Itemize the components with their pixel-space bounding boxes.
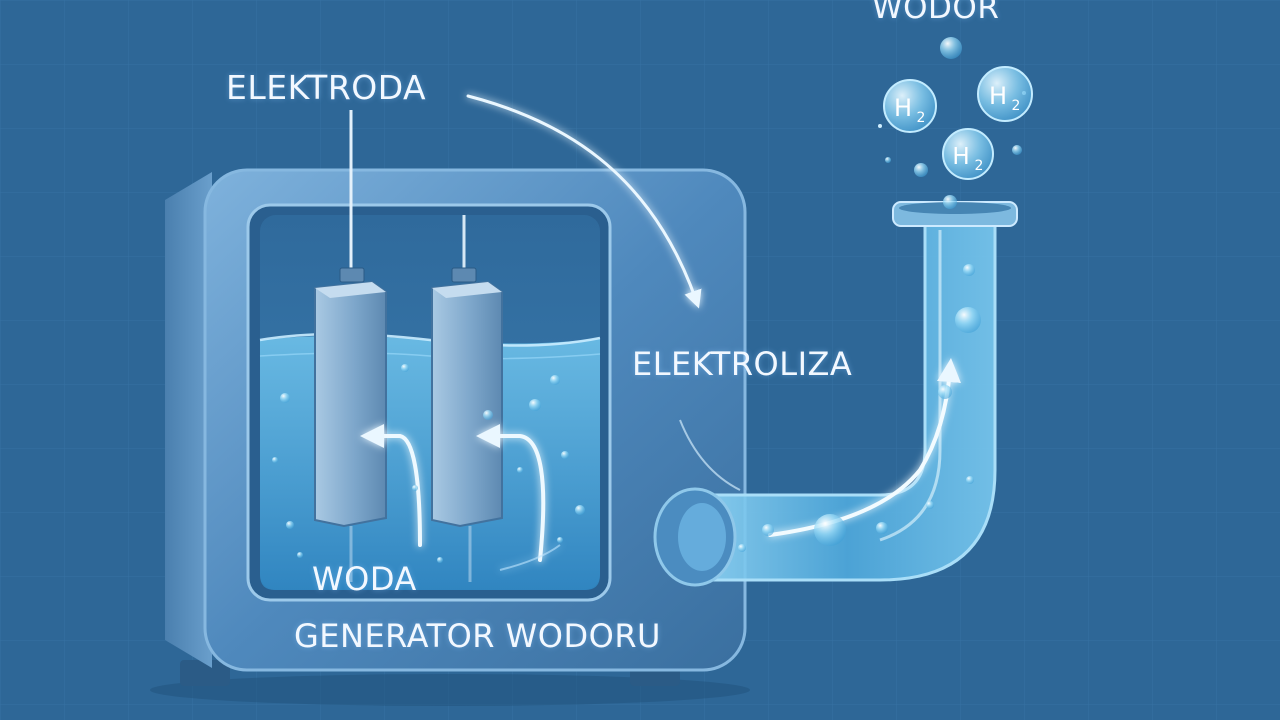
flow-arrow-left <box>360 424 422 547</box>
electrodes <box>314 110 503 582</box>
label-generator: GENERATOR WODORU <box>294 617 661 655</box>
h2-molecule-3-symbol: H <box>952 144 969 170</box>
label-electrode: ELEKTRODA <box>226 68 427 107</box>
pipe-outline <box>698 213 997 582</box>
flow-arrow-right <box>476 424 546 562</box>
hydrogen-pipe <box>653 201 1018 587</box>
h2-molecule-2-symbol: H <box>989 82 1007 110</box>
label-water: WODA <box>312 560 417 598</box>
electrode-left <box>314 280 387 528</box>
water-surface <box>259 332 601 347</box>
water-flow-arrows <box>360 424 561 571</box>
h2-molecule-1-subscript: 2 <box>917 110 926 126</box>
electrolysis-arrow <box>466 94 702 309</box>
electrolysis-arc <box>679 419 741 491</box>
device-foot-left <box>180 660 230 686</box>
electrode-right-cap <box>451 267 477 283</box>
rising-bubbles <box>878 37 1026 209</box>
label-electrolysis: ELEKTROLIZA <box>632 345 853 383</box>
h2-molecule-3-subscript: 2 <box>975 158 984 174</box>
h2-molecule-1: H 2 <box>883 79 937 133</box>
h2-molecule-2-subscript: 2 <box>1012 98 1021 114</box>
h2-molecule-1-symbol: H <box>894 94 912 122</box>
water-bubbles <box>272 364 585 563</box>
device-side <box>165 172 212 668</box>
h2-molecule-3: H 2 <box>942 128 994 180</box>
h2-molecule-2: H 2 <box>977 66 1033 122</box>
electrode-left-cap <box>339 267 365 283</box>
label-hydrogen: WODOR <box>872 0 1000 26</box>
electrode-right <box>431 280 503 528</box>
